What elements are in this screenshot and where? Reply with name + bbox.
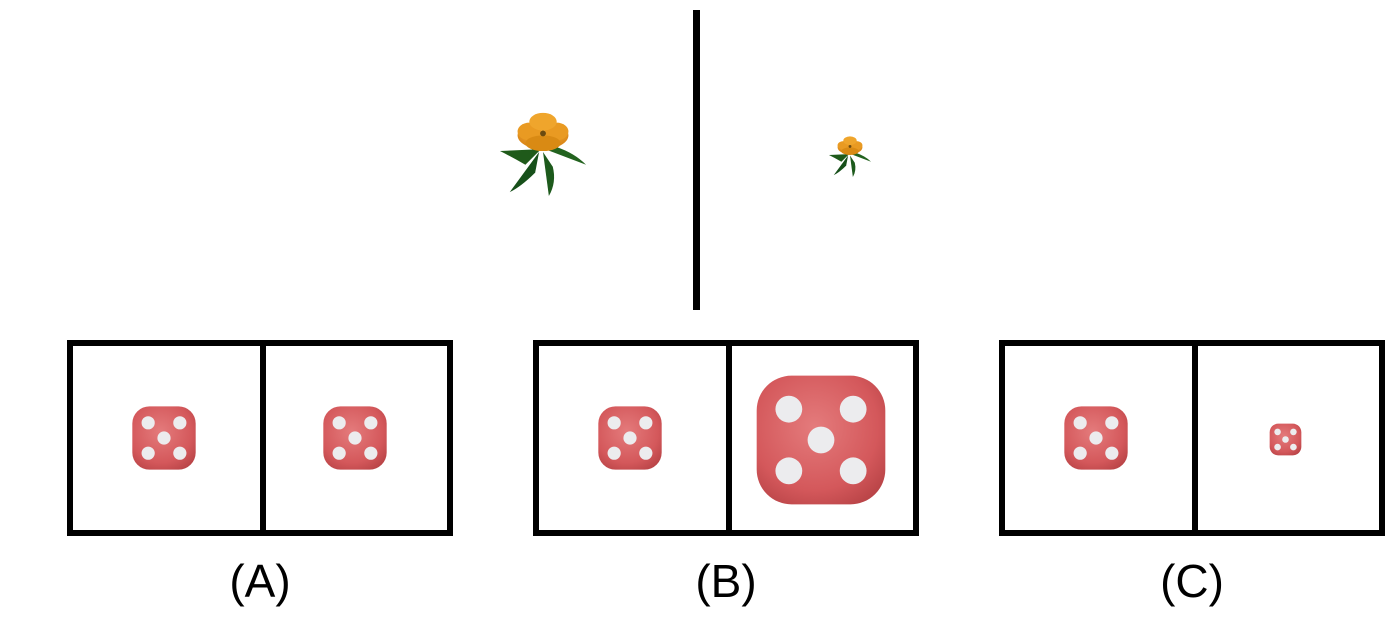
option-a-box[interactable]: [67, 340, 453, 536]
option-c-box[interactable]: [999, 340, 1385, 536]
die-icon: [1064, 406, 1128, 470]
option-divider: [726, 346, 732, 530]
flower-icon: [499, 112, 587, 197]
die-icon: [323, 406, 387, 470]
option-a-label: (A): [229, 555, 291, 607]
option-b-label: (B): [695, 555, 757, 607]
die-icon: [756, 375, 886, 505]
example-divider: [693, 10, 700, 310]
die-icon: [132, 406, 196, 470]
option-b-box[interactable]: [533, 340, 919, 536]
option-c-label: (C): [1160, 555, 1224, 607]
die-icon: [1269, 423, 1302, 456]
die-icon: [598, 406, 662, 470]
option-divider: [1192, 346, 1198, 530]
option-divider: [260, 346, 266, 530]
flower-icon: [828, 136, 872, 178]
